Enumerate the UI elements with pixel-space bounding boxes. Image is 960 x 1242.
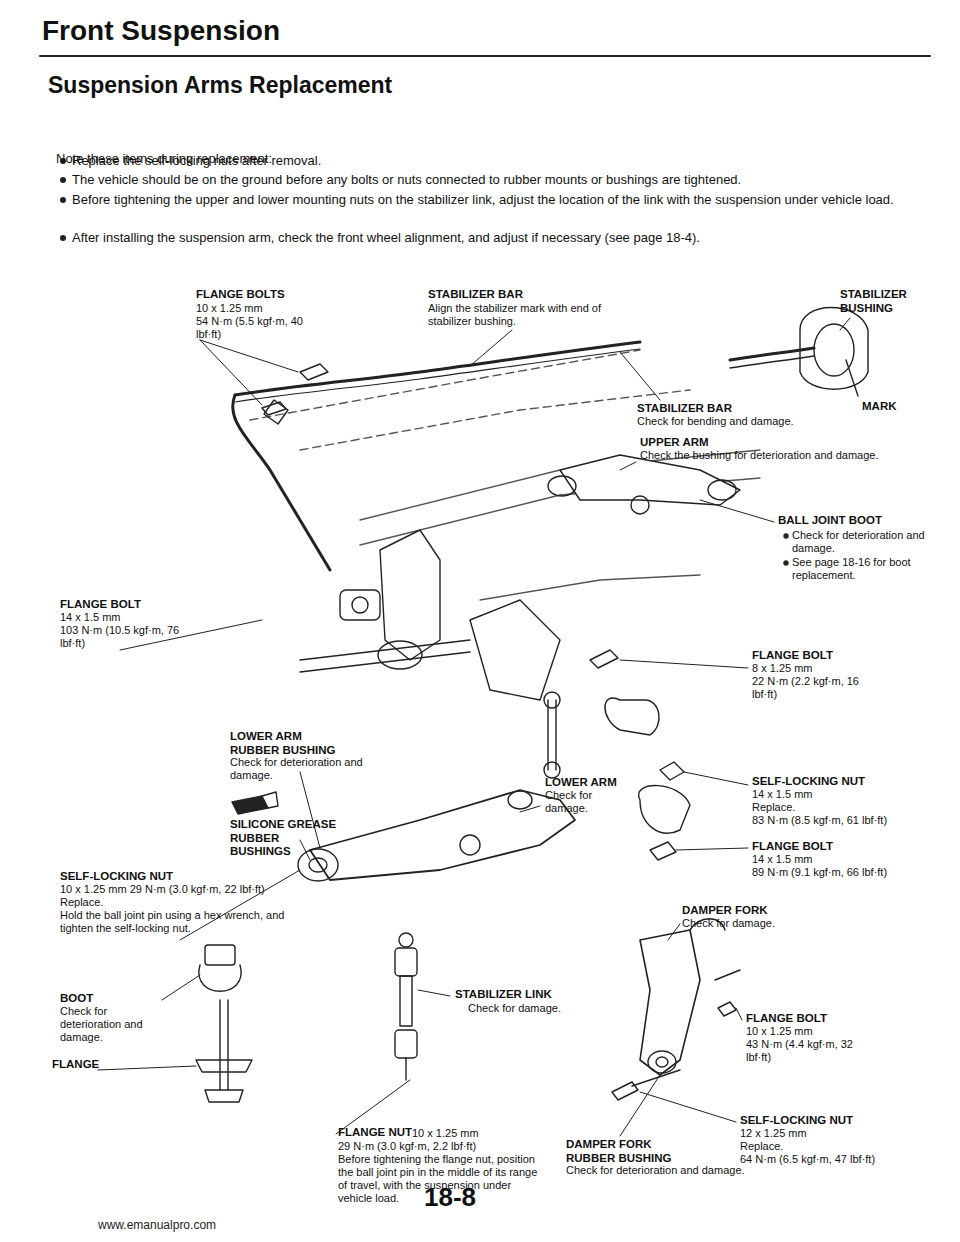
- instruction-text: Check for deterioration and damage.: [566, 1164, 816, 1177]
- instruction-text: Check for deterioration and damage.: [60, 1005, 160, 1044]
- part-name: LOWER ARM RUBBER BUSHING: [230, 730, 350, 757]
- spec-text: 10 x 1.25 mm: [196, 302, 263, 315]
- spec-text: 12 x 1.25 mm: [740, 1127, 807, 1140]
- note-text: Replace.: [740, 1140, 783, 1153]
- spec-text: 10 x 1.25 mm: [746, 1025, 813, 1038]
- part-name: FLANGE NUT: [338, 1126, 412, 1140]
- instruction-text: Check for bending and damage.: [637, 415, 794, 428]
- torque-spec: 43 N·m (4.4 kgf·m, 32 lbf·ft): [746, 1038, 856, 1064]
- note-text: Replace.: [60, 896, 103, 909]
- note-item: Before tightening the upper and lower mo…: [72, 191, 932, 209]
- part-name: DAMPER FORK RUBBER BUSHING: [566, 1138, 691, 1165]
- part-name: STABILIZER BAR: [637, 402, 732, 416]
- part-name: SELF-LOCKING NUT: [60, 870, 173, 884]
- instruction-text: Check for damage.: [545, 789, 615, 815]
- part-name: SELF-LOCKING NUT: [752, 775, 865, 789]
- part-name: UPPER ARM: [640, 436, 709, 450]
- instruction-text: See page 18-16 for boot replacement.: [792, 556, 942, 582]
- instruction-text: Check for deterioration and damage.: [792, 529, 942, 555]
- instruction-text: Check for damage.: [468, 1002, 561, 1015]
- part-name: STABILIZER LINK: [455, 988, 552, 1002]
- torque-spec: 10 x 1.25 mm 29 N·m (3.0 kgf·m, 22 lbf·f…: [60, 883, 265, 896]
- part-name: FLANGE BOLT: [746, 1012, 827, 1026]
- spec-text: 14 x 1.5 mm: [752, 788, 813, 801]
- note-item: The vehicle should be on the ground befo…: [72, 171, 932, 189]
- torque-spec: 103 N·m (10.5 kgf·m, 76 lbf·ft): [60, 624, 180, 650]
- part-name: SILICONE GREASE RUBBER BUSHINGS: [230, 818, 340, 859]
- part-name: STABILIZER BUSHING: [840, 288, 930, 315]
- note-item: Replace the self-locking nuts after remo…: [72, 152, 932, 170]
- part-name: FLANGE BOLT: [752, 840, 833, 854]
- torque-spec: 29 N·m (3.0 kgf·m, 2.2 lbf·ft): [338, 1140, 476, 1153]
- instruction-text: Align the stabilizer mark with end of st…: [428, 302, 618, 328]
- note-text: Replace.: [752, 801, 795, 814]
- part-name: FLANGE: [52, 1058, 99, 1072]
- part-name: STABILIZER BAR: [428, 288, 523, 302]
- watermark: www.emanualpro.com: [98, 1218, 216, 1232]
- spec-text: 14 x 1.5 mm: [60, 611, 121, 624]
- torque-spec: 22 N·m (2.2 kgf·m, 16 lbf·ft): [752, 675, 862, 701]
- torque-spec: 89 N·m (9.1 kgf·m, 66 lbf·ft): [752, 866, 887, 879]
- part-name: FLANGE BOLT: [60, 598, 141, 612]
- spec-text: 14 x 1.5 mm: [752, 853, 813, 866]
- part-name: BOOT: [60, 992, 93, 1006]
- note-item: After installing the suspension arm, che…: [72, 229, 932, 247]
- page-title: Front Suspension: [42, 14, 280, 47]
- part-name: BALL JOINT BOOT: [778, 514, 882, 528]
- spec-text: 8 x 1.25 mm: [752, 662, 813, 675]
- instruction-text: Check for damage.: [682, 917, 775, 930]
- torque-spec: 64 N·m (6.5 kgf·m, 47 lbf·ft): [740, 1153, 875, 1166]
- part-name: DAMPER FORK: [682, 904, 768, 918]
- part-name: FLANGE BOLT: [752, 649, 833, 663]
- part-name: SELF-LOCKING NUT: [740, 1114, 853, 1128]
- section-heading: Suspension Arms Replacement: [48, 72, 392, 99]
- part-name: LOWER ARM: [545, 776, 617, 790]
- instruction-text: Hold the ball joint pin using a hex wren…: [60, 909, 310, 935]
- page-number: 18-8: [424, 1182, 476, 1213]
- part-name: MARK: [862, 400, 897, 414]
- spec-text: 10 x 1.25 mm: [412, 1127, 479, 1140]
- torque-spec: 83 N·m (8.5 kgf·m, 61 lbf·ft): [752, 814, 887, 827]
- instruction-text: Check the bushing for deterioration and …: [640, 449, 879, 462]
- part-name: FLANGE BOLTS: [196, 288, 285, 302]
- instruction-text: Check for deterioration and damage.: [230, 756, 380, 782]
- torque-spec: 54 N·m (5.5 kgf·m, 40 lbf·ft): [196, 315, 306, 341]
